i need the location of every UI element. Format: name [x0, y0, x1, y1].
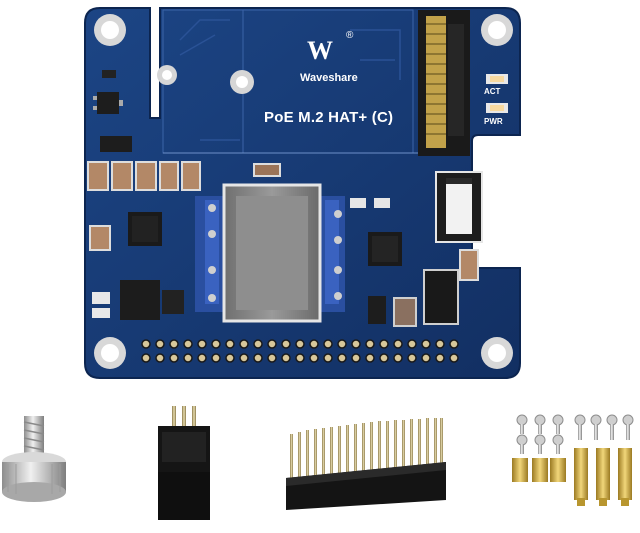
pwr-led-label: PWR: [484, 117, 503, 126]
capacitor-row: [87, 161, 281, 251]
act-led-label: ACT: [484, 87, 501, 96]
regulator-chip: [93, 70, 132, 152]
standoff-kit: [512, 414, 634, 506]
thumb-screw: [2, 416, 66, 502]
poe-transformer: [195, 183, 345, 323]
fpc-connector: [435, 171, 483, 243]
act-led: [486, 74, 508, 84]
poe-controller-ic: [92, 212, 184, 320]
mounting-hole-bl: [94, 337, 126, 369]
pwr-led: [486, 103, 508, 113]
waveshare-logo-mark: W: [307, 36, 333, 65]
m2-standoff-hole: [230, 70, 254, 94]
slot-hole: [157, 65, 177, 85]
brand-label: Waveshare: [300, 72, 358, 84]
power-mosfet: [350, 198, 479, 327]
mounting-hole-tl: [94, 14, 126, 46]
stacking-header: [286, 418, 446, 510]
mounting-hole-br: [481, 337, 513, 369]
mounting-hole-tr: [481, 14, 513, 46]
registered-mark: ®: [346, 30, 354, 41]
gpio-header-holes: [141, 339, 459, 363]
m2-connector: [418, 10, 470, 156]
jumper-header: [158, 406, 210, 520]
product-label: PoE M.2 HAT+ (C): [264, 109, 394, 126]
